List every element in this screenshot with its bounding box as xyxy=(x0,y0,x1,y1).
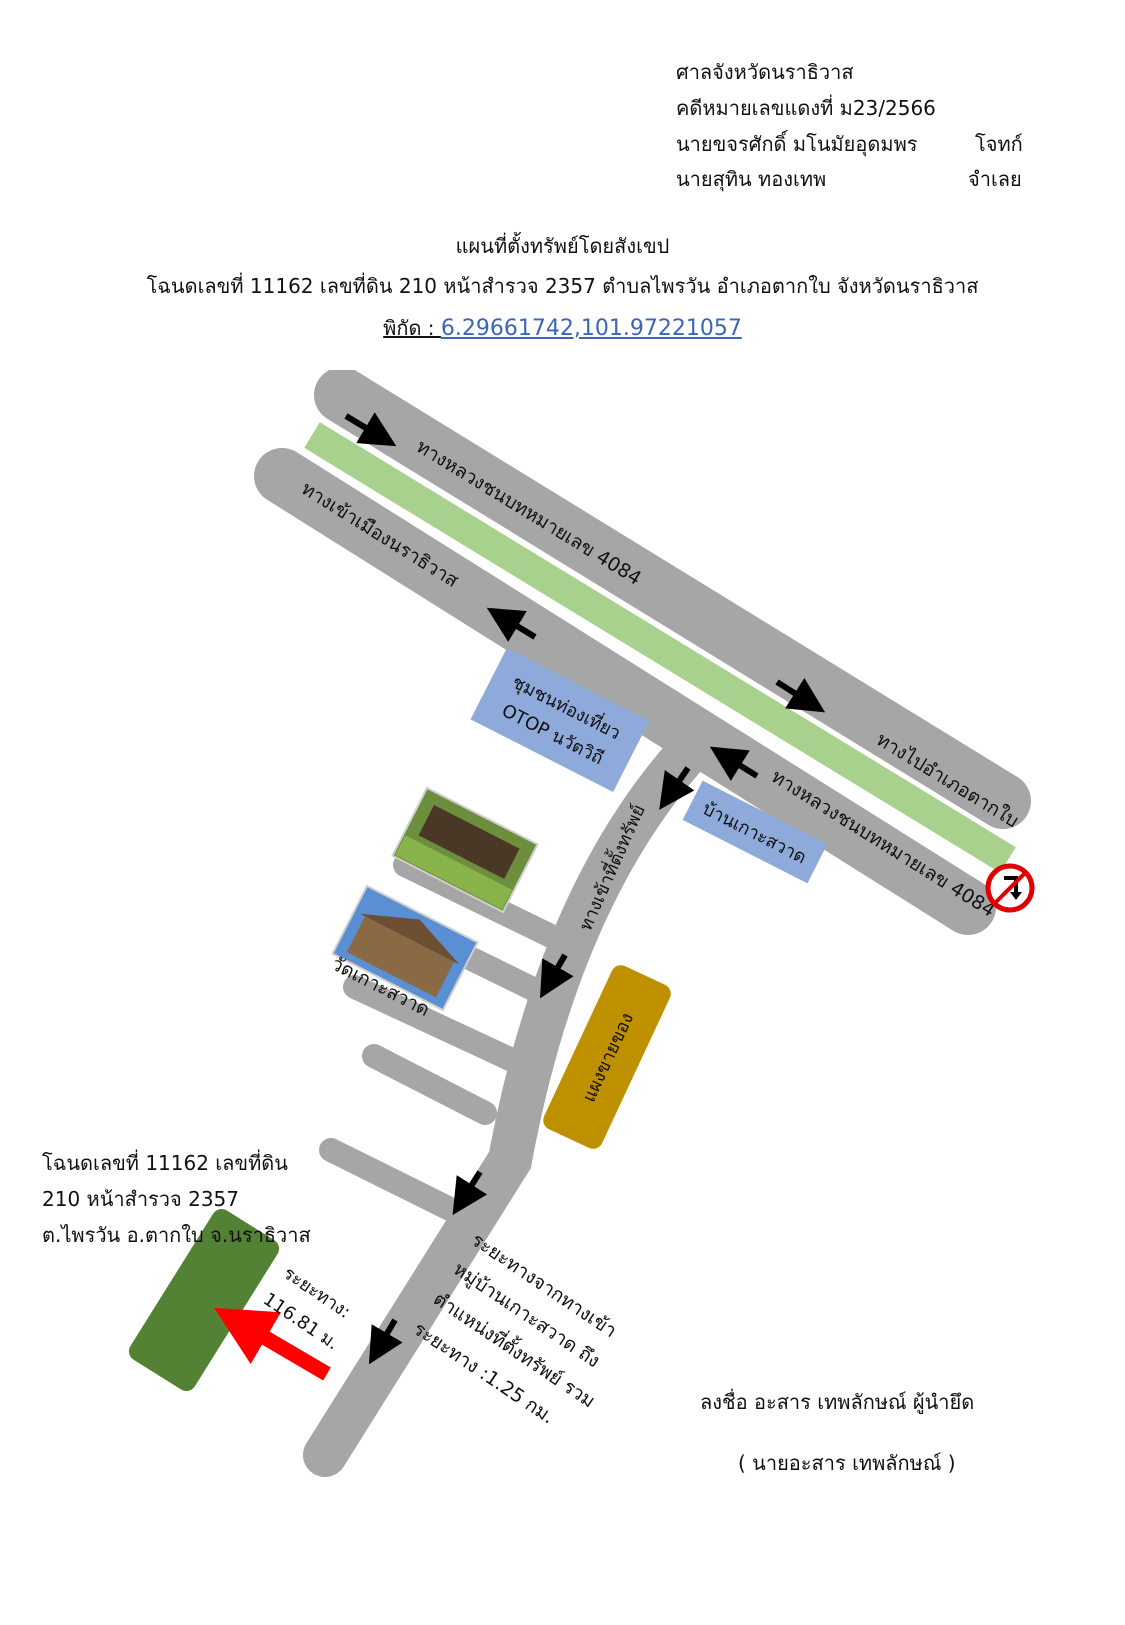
school-sign-photo xyxy=(391,786,539,914)
signature-line: ลงชื่อ อะสาร เทพลักษณ์ ผู้นำยึด xyxy=(700,1390,975,1414)
direction-arrow xyxy=(368,1318,403,1365)
access-road xyxy=(303,723,717,1477)
direction-arrow xyxy=(775,677,826,713)
temple-photo xyxy=(331,884,479,1012)
plaintiff-name: นายขจรศักดิ์ มโนมัยอุดมพร xyxy=(676,132,918,156)
plaintiff-role: โจทก์ xyxy=(975,132,1023,156)
defendant-role: จำเลย xyxy=(968,167,1022,191)
case-number: คดีหมายเลขแดงที่ ม23/2566 xyxy=(676,96,936,120)
direction-arrow xyxy=(709,746,759,781)
side-street-3 xyxy=(343,975,524,1072)
no-right-turn-sign-icon xyxy=(985,863,1035,913)
direction-arrow xyxy=(452,1170,488,1216)
direction-arrow xyxy=(540,953,574,999)
coordinates-label: พิกัด : xyxy=(383,316,441,340)
location-map: ทางหลวงชนบทหมายเลข 4084 ทางเข้าเมืองนราธ… xyxy=(128,370,1035,1477)
direction-arrow xyxy=(344,412,397,447)
highway-4084 xyxy=(254,370,1031,935)
highway-median xyxy=(304,422,1016,873)
deed-subtitle: โฉนดเลขที่ 11162 เลขที่ดิน 210 หน้าสำรวจ… xyxy=(146,274,979,298)
coordinates-link[interactable]: 6.29661742,101.97221057 xyxy=(440,316,742,341)
coordinates: พิกัด : 6.29661742,101.97221057 xyxy=(0,312,1125,344)
side-street-1 xyxy=(393,853,567,950)
property-pointer-arrow xyxy=(214,1307,331,1381)
signature-name: ( นายอะสาร เทพลักษณ์ ) xyxy=(738,1451,956,1475)
property-parcel xyxy=(128,1209,280,1391)
defendant-name: นายสุทิน ทองเทพ xyxy=(676,167,827,191)
side-street-5 xyxy=(319,1138,480,1230)
direction-arrow xyxy=(659,766,695,810)
deed-note: โฉนดเลขที่ 11162 เลขที่ดิน 210 หน้าสำรวจ… xyxy=(42,1151,311,1247)
map-title: แผนที่ตั้งทรัพย์โดยสังเขป xyxy=(455,234,670,258)
side-street-4 xyxy=(362,1044,497,1125)
court-name: ศาลจังหวัดนราธิวาส xyxy=(676,60,854,84)
direction-arrow xyxy=(486,607,537,642)
